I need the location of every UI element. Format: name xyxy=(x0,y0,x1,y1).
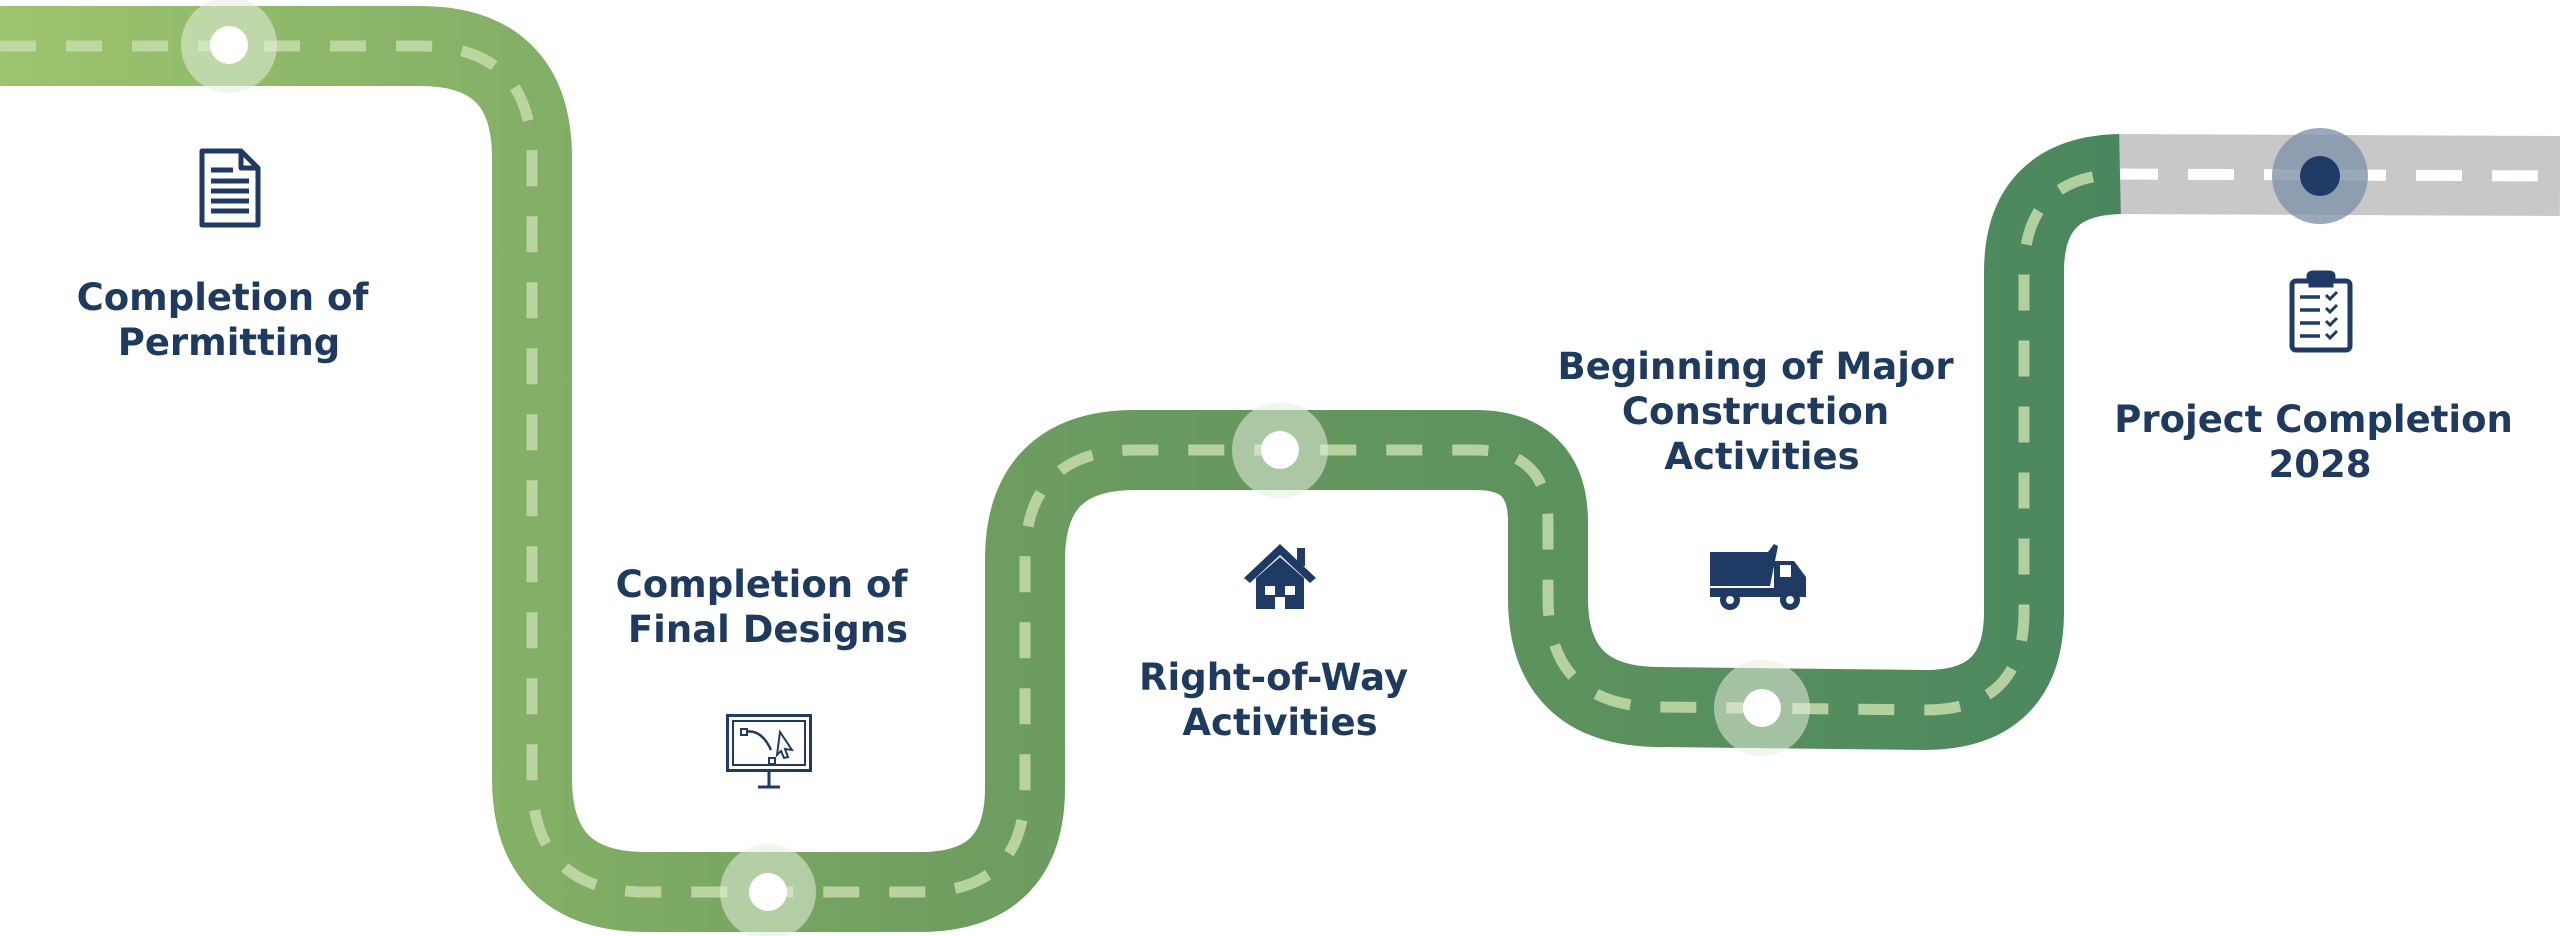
dump-truck-icon xyxy=(1710,544,1806,610)
monitor-design-icon xyxy=(726,714,812,789)
label-line: Project Completion xyxy=(2114,398,2513,441)
milestone-right-of-way-label: Right-of-Way Activities xyxy=(1139,656,1421,744)
label-line: Activities xyxy=(1664,435,1859,478)
clipboard-checklist-icon xyxy=(2289,270,2353,353)
label-line: Activities xyxy=(1182,701,1377,744)
waypoint-1 xyxy=(181,0,277,93)
label-line: Completion of xyxy=(616,563,909,606)
waypoint-final xyxy=(2272,128,2368,224)
label-line: Completion of xyxy=(77,276,370,319)
label-line: Final Designs xyxy=(628,608,908,651)
waypoint-4 xyxy=(1714,660,1810,756)
label-line: Construction xyxy=(1622,390,1889,433)
milestone-major-construction-label: Beginning of Major Construction Activiti… xyxy=(1558,345,1967,478)
document-icon xyxy=(199,148,261,228)
label-line: Permitting xyxy=(118,321,341,364)
milestone-final-designs-label: Completion of Final Designs xyxy=(616,563,921,651)
label-line: Right-of-Way xyxy=(1139,656,1408,699)
waypoint-2 xyxy=(720,844,816,936)
milestone-project-completion-label: Project Completion 2028 xyxy=(2114,398,2525,486)
house-icon xyxy=(1244,544,1316,609)
waypoint-3 xyxy=(1232,402,1328,498)
milestone-permitting-label: Completion of Permitting xyxy=(77,276,382,364)
road-center-dashes xyxy=(0,40,2121,898)
label-line: Beginning of Major xyxy=(1558,345,1955,388)
label-line: 2028 xyxy=(2269,443,2372,486)
